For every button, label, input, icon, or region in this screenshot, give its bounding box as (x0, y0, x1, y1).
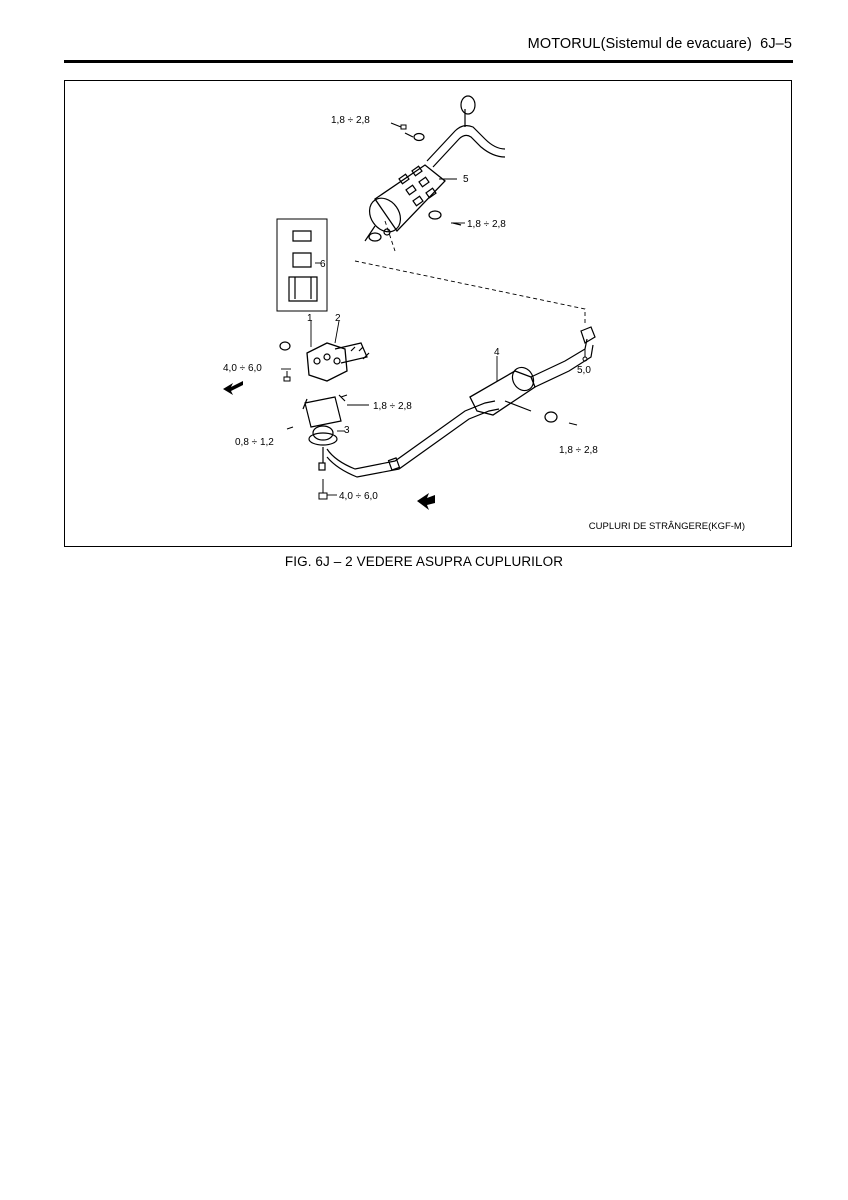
heat-shield-drawing (288, 230, 318, 302)
front-pipe-drawing (326, 400, 500, 478)
converter-drawing (302, 394, 346, 471)
torque-front-bottom: 4,0 ÷ 6,0 (339, 491, 378, 502)
exhaust-diagram: 5 6 1 2 3 4 1,8 ÷ 2,8 1,8 ÷ 2,8 4,0 ÷ 6,… (223, 95, 598, 510)
torque-center: 1,8 ÷ 2,8 (559, 445, 598, 456)
header-title: MOTORUL(Sistemul de evacuare) (527, 36, 752, 52)
header-page-number: 6J–5 (760, 36, 792, 52)
torque-rear-mid: 1,8 ÷ 2,8 (467, 219, 506, 230)
front-arrow-icon (223, 381, 243, 395)
callout-3: 3 (344, 425, 350, 436)
torque-units-label: CUPLURI DE STRÂNGERE(KGF-M) (588, 521, 745, 532)
figure-caption: FIG. 6J – 2 VEDERE ASUPRA CUPLURILOR (284, 554, 564, 569)
page-header: MOTORUL(Sistemul de evacuare) 6J–5 (0, 36, 792, 52)
header-rule (64, 60, 793, 63)
figure-frame: 5 6 1 2 3 4 1,8 ÷ 2,8 1,8 ÷ 2,8 4,0 ÷ 6,… (64, 80, 792, 547)
torque-manifold: 4,0 ÷ 6,0 (223, 363, 262, 374)
callout-6: 6 (320, 259, 326, 270)
leader-line (334, 320, 340, 344)
torque-rear-top: 1,8 ÷ 2,8 (331, 115, 370, 126)
callout-5: 5 (463, 174, 469, 185)
torque-flange: 0,8 ÷ 1,2 (235, 437, 274, 448)
bolt-drawings (283, 122, 588, 500)
callout-1: 1 (307, 313, 313, 324)
torque-converter: 1,8 ÷ 2,8 (373, 401, 412, 412)
rear-muffler-drawing (364, 95, 506, 242)
callout-4: 4 (494, 347, 500, 358)
torque-hanger: 5,0 (577, 365, 591, 376)
callout-2: 2 (335, 313, 341, 324)
heat-shield-box (276, 218, 328, 312)
bottom-arrow-icon (417, 493, 435, 510)
dashed-leader-line (354, 260, 586, 326)
manifold-drawing (279, 341, 370, 382)
center-muffler-drawing (469, 326, 596, 423)
dashed-leader-line (384, 220, 396, 252)
